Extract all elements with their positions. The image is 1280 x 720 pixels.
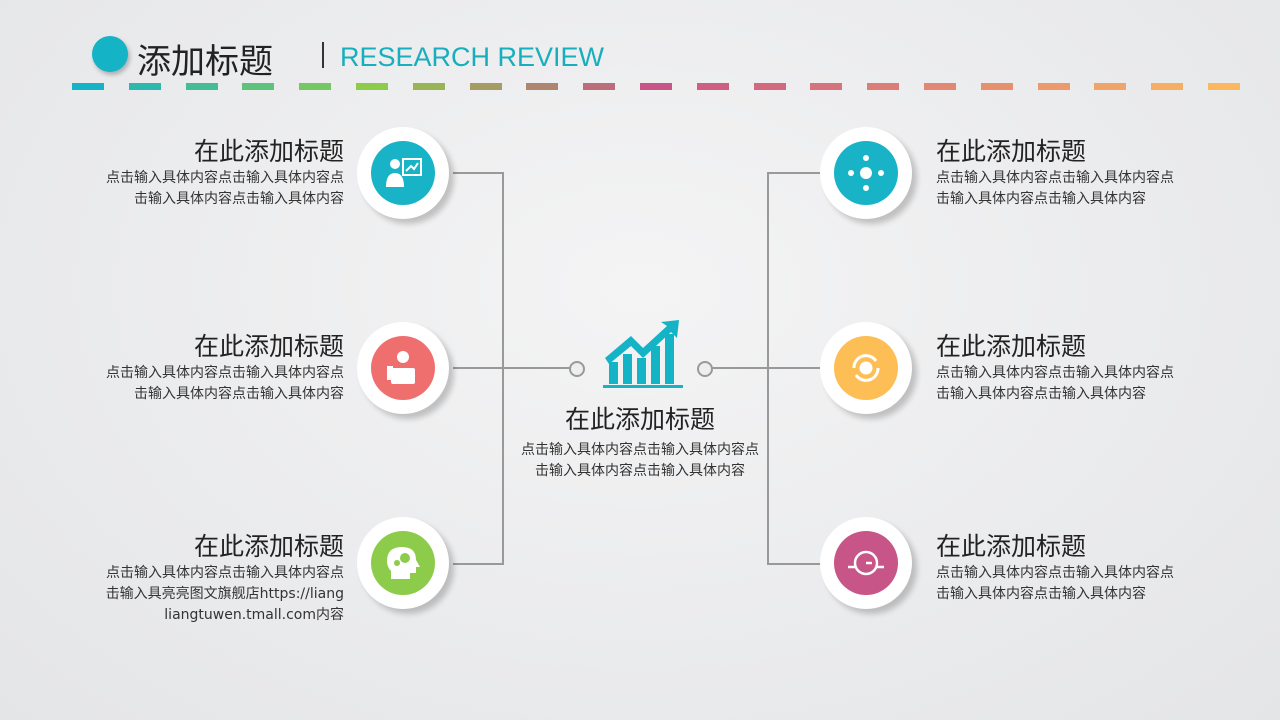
item-title: 在此添加标题 bbox=[193, 332, 344, 361]
text-block: 在此添加标题点击输入具体内容点击输入具体内容点击输入具体内容点击输入具体内容 bbox=[936, 331, 1176, 405]
item-body: 点击输入具体内容点击输入具体内容点击输入具体内容点击输入具体内容 bbox=[936, 365, 1174, 402]
page-title: 添加标题 bbox=[137, 42, 273, 82]
connector bbox=[767, 563, 827, 565]
dash bbox=[696, 83, 729, 90]
icon-circle bbox=[820, 322, 912, 414]
dash bbox=[242, 83, 275, 90]
dash bbox=[356, 83, 388, 90]
connector bbox=[453, 563, 504, 565]
text-block: 在此添加标题点击输入具体内容点击输入具体内容点击输入具亮亮图文旗舰店https:… bbox=[104, 531, 344, 626]
title-divider bbox=[322, 42, 324, 68]
icon-circle bbox=[820, 127, 912, 219]
dash bbox=[980, 83, 1013, 90]
presenter-chart-icon bbox=[371, 141, 435, 205]
dash bbox=[526, 83, 559, 90]
center-block: 在此添加标题 点击输入具体内容点击输入具体内容点击输入具体内容点击输入具体内容 bbox=[520, 400, 760, 482]
center-title: 在此添加标题 bbox=[564, 405, 715, 434]
item-body: 点击输入具体内容点击输入具体内容点击输入具体内容点击输入具体内容 bbox=[936, 565, 1174, 602]
head-money-icon bbox=[371, 531, 435, 595]
text-block: 在此添加标题点击输入具体内容点击输入具体内容点击输入具体内容点击输入具体内容 bbox=[936, 531, 1176, 605]
dash bbox=[469, 83, 502, 90]
item-title: 在此添加标题 bbox=[936, 532, 1087, 561]
dash bbox=[128, 83, 161, 90]
dash bbox=[299, 83, 332, 90]
dash bbox=[753, 83, 786, 90]
dash bbox=[924, 83, 956, 90]
dash bbox=[1208, 83, 1240, 90]
item-title: 在此添加标题 bbox=[193, 532, 344, 561]
item-body: 点击输入具体内容点击输入具体内容点击输入具亮亮图文旗舰店https://lian… bbox=[105, 565, 344, 623]
dash bbox=[412, 83, 445, 90]
connector bbox=[453, 172, 504, 174]
cycle-gear-icon bbox=[834, 336, 898, 400]
icon-circle bbox=[357, 127, 449, 219]
connector bbox=[453, 367, 571, 369]
icon-circle bbox=[357, 322, 449, 414]
connector bbox=[711, 367, 836, 369]
dash bbox=[1037, 83, 1070, 90]
icon-circle bbox=[357, 517, 449, 609]
dash bbox=[1094, 83, 1127, 90]
connector-node bbox=[697, 361, 713, 377]
money-box-icon bbox=[371, 336, 435, 400]
connector bbox=[767, 172, 827, 174]
text-block: 在此添加标题点击输入具体内容点击输入具体内容点击输入具体内容点击输入具体内容 bbox=[104, 331, 344, 405]
connector bbox=[502, 172, 504, 565]
dash bbox=[583, 83, 616, 90]
dash bbox=[640, 83, 672, 90]
item-body: 点击输入具体内容点击输入具体内容点击输入具体内容点击输入具体内容 bbox=[936, 170, 1174, 207]
team-money-icon bbox=[834, 141, 898, 205]
text-block: 在此添加标题点击输入具体内容点击输入具体内容点击输入具体内容点击输入具体内容 bbox=[936, 136, 1176, 210]
item-body: 点击输入具体内容点击输入具体内容点击输入具体内容点击输入具体内容 bbox=[106, 170, 344, 207]
dash bbox=[867, 83, 900, 90]
center-body: 点击输入具体内容点击输入具体内容点击输入具体内容点击输入具体内容 bbox=[521, 442, 759, 479]
bar-chart-growth-icon bbox=[603, 320, 685, 394]
dash bbox=[810, 83, 843, 90]
header-dot bbox=[92, 36, 128, 72]
item-body: 点击输入具体内容点击输入具体内容点击输入具体内容点击输入具体内容 bbox=[106, 365, 344, 402]
item-title: 在此添加标题 bbox=[936, 332, 1087, 361]
dash bbox=[185, 83, 218, 90]
page-subtitle: RESEARCH REVIEW bbox=[340, 42, 605, 72]
connector-node bbox=[569, 361, 585, 377]
connector bbox=[767, 172, 769, 565]
dash bbox=[1151, 83, 1184, 90]
dash bbox=[72, 83, 104, 90]
item-title: 在此添加标题 bbox=[193, 137, 344, 166]
text-block: 在此添加标题点击输入具体内容点击输入具体内容点击输入具体内容点击输入具体内容 bbox=[104, 136, 344, 210]
clock-money-icon bbox=[834, 531, 898, 595]
icon-circle bbox=[820, 517, 912, 609]
item-title: 在此添加标题 bbox=[936, 137, 1087, 166]
